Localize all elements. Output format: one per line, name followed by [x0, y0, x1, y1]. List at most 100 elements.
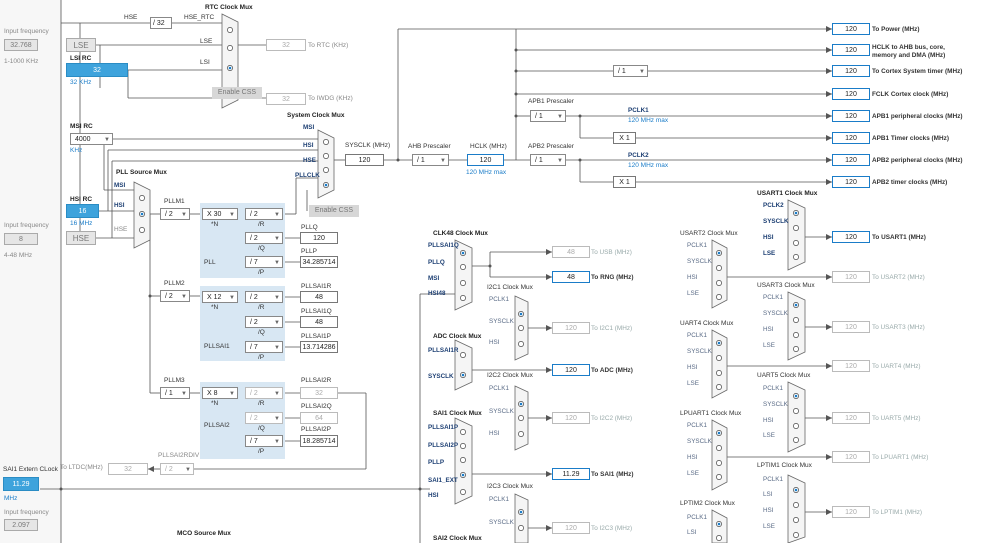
rng-frequency[interactable]: 48 [552, 271, 590, 283]
apb1-prescaler-label: APB1 Prescaler [528, 98, 574, 105]
rtc-enable-css-button[interactable]: Enable CSS [212, 87, 262, 99]
pllsai2rdiv-value: / 2 [165, 466, 173, 473]
i2c2-mux-title: I2C2 Clock Mux [487, 372, 533, 379]
power-frequency[interactable]: 120 [832, 23, 870, 35]
sai1-frequency[interactable]: 11.29 [552, 468, 590, 480]
pllsai2q-value: 64 [300, 412, 338, 424]
chevron-down-icon: ▼ [181, 294, 187, 300]
to-uart5-label: To UART5 (MHz) [872, 415, 921, 422]
msi-rc-label: MSI RC [70, 123, 93, 130]
pllm1-value: / 2 [165, 211, 173, 218]
i2c3-input-pclk1: PCLK1 [489, 496, 509, 503]
usart3-mux-title: USART3 Clock Mux [757, 282, 815, 289]
pll1-n-dropdown[interactable]: X 30▼ [202, 208, 238, 220]
sai1-extclock-input[interactable]: 11.29 [3, 477, 39, 491]
pll2-p-dropdown[interactable]: / 7▼ [245, 341, 283, 353]
pll3-q-dropdown[interactable]: / 2▼ [245, 412, 283, 424]
to-lpuart1-label: To LPUART1 (MHz) [872, 454, 929, 461]
hclk-ahb-label-2: memory and DMA (MHz) [872, 52, 946, 59]
rtc-frequency: 32 [266, 39, 306, 51]
fclk-frequency[interactable]: 120 [832, 88, 870, 100]
apb2-timer-frequency[interactable]: 120 [832, 176, 870, 188]
pllm3-dropdown[interactable]: / 1▼ [160, 387, 190, 399]
hclk-value[interactable]: 120 [467, 154, 504, 166]
sai1-input-pllp: PLLP [428, 459, 445, 466]
to-lptim1-label: To LPTIM1 (MHz) [872, 509, 923, 516]
ahb-prescaler-dropdown[interactable]: / 1▼ [412, 154, 449, 166]
pllm1-dropdown[interactable]: / 2▼ [160, 208, 190, 220]
pclk1-label: PCLK1 [628, 107, 649, 114]
usart3-input-sysclk: SYSCLK [763, 310, 788, 317]
apb2-prescaler-dropdown[interactable]: / 1▼ [530, 154, 566, 166]
uart4-input-lse: LSE [687, 380, 699, 387]
i2c2-input-sysclk: SYSCLK [489, 408, 514, 415]
lptim1-frequency: 120 [832, 506, 870, 518]
pll1-n-label: *N [211, 221, 219, 228]
pll3-p-dropdown[interactable]: / 7▼ [245, 435, 283, 447]
input3-frequency-input[interactable]: 2.097 [4, 519, 38, 531]
msi-range-dropdown[interactable]: 4000▼ [70, 133, 113, 145]
apb1-prescaler-dropdown[interactable]: / 1▼ [530, 110, 566, 122]
hse-rtc-divider[interactable]: / 32 [150, 17, 172, 29]
pllq-label: PLLQ [301, 224, 318, 231]
chevron-down-icon: ▼ [274, 345, 280, 351]
pllsai1q-label: PLLSAI1Q [301, 308, 332, 315]
pll1-q-dropdown[interactable]: / 2▼ [245, 232, 283, 244]
uart5-input-sysclk: SYSCLK [763, 401, 788, 408]
pll2-r-dropdown[interactable]: / 2▼ [245, 291, 283, 303]
usart1-frequency[interactable]: 120 [832, 231, 870, 243]
apb2-peripheral-frequency[interactable]: 120 [832, 154, 870, 166]
pllsai2rdiv-dropdown[interactable]: / 2▼ [160, 463, 194, 475]
hse-frequency-input[interactable]: 8 [4, 233, 38, 245]
chevron-down-icon: ▼ [440, 158, 446, 164]
pll2-q-dropdown[interactable]: / 2▼ [245, 316, 283, 328]
lpuart1-frequency: 120 [832, 451, 870, 463]
lse-frequency-input[interactable]: 32.768 [4, 39, 38, 51]
lse-oscillator[interactable]: LSE [66, 38, 96, 52]
sysclk-value[interactable]: 120 [345, 154, 384, 166]
pll1-n-value: X 30 [207, 211, 222, 218]
pll1-p-dropdown[interactable]: / 7▼ [245, 256, 283, 268]
cortex-timer-frequency[interactable]: 120 [832, 65, 870, 77]
pll2-q-value: / 2 [250, 319, 258, 326]
to-rng-label: To RNG (MHz) [591, 274, 634, 281]
hsi-rc-value: 16 [66, 204, 99, 218]
pllp-value: 34.285714 [300, 256, 338, 268]
cortex-timer-divider[interactable]: / 1▼ [613, 65, 648, 77]
pclk1-max-label: 120 MHz max [628, 117, 669, 124]
ltdc-frequency: 32 [108, 463, 148, 475]
pllm2-dropdown[interactable]: / 2▼ [160, 290, 190, 302]
to-adc-label: To ADC (MHz) [591, 367, 633, 374]
sysclk-pllclk-input: PLLCLK [295, 172, 320, 179]
sai1-extclock-label: SAI1 Extern CLock [3, 466, 58, 473]
pll3-n-dropdown[interactable]: X 8▼ [202, 387, 238, 399]
pll-hse-input: HSE [114, 226, 128, 233]
pll3-n-label: *N [211, 400, 219, 407]
pll1-r-dropdown[interactable]: / 2▼ [245, 208, 283, 220]
pll2-name: PLLSAI1 [204, 343, 230, 350]
pllsai2p-label: PLLSAI2P [301, 426, 331, 433]
input-frequency-label-1: Input frequency [4, 28, 49, 35]
chevron-down-icon: ▼ [229, 391, 235, 397]
pll3-r-dropdown[interactable]: / 2▼ [245, 387, 283, 399]
pll2-n-label: *N [211, 304, 219, 311]
usart2-mux-title: USART2 Clock Mux [680, 230, 738, 237]
hclk-label: HCLK (MHz) [470, 143, 507, 150]
pll2-q-label: /Q [258, 329, 265, 336]
apb1-peripheral-frequency[interactable]: 120 [832, 110, 870, 122]
apb1-timer-multiplier: X 1 [613, 132, 636, 144]
chevron-down-icon: ▼ [274, 212, 280, 218]
sysclk-enable-css-button[interactable]: Enable CSS [309, 205, 359, 217]
chevron-down-icon: ▼ [557, 158, 563, 164]
sai1-input-ext: SAI1_EXT [428, 477, 458, 484]
i2c3-input-sysclk: SYSCLK [489, 519, 514, 526]
adc-mux-title: ADC Clock Mux [433, 333, 482, 340]
pll2-n-dropdown[interactable]: X 12▼ [202, 291, 238, 303]
hse-oscillator[interactable]: HSE [66, 231, 96, 245]
apb1-timer-frequency[interactable]: 120 [832, 132, 870, 144]
pllsai2r-label: PLLSAI2R [301, 377, 332, 384]
adc-frequency[interactable]: 120 [552, 364, 590, 376]
hclk-ahb-frequency[interactable]: 120 [832, 44, 870, 56]
usart1-input-hsi: HSI [763, 234, 774, 241]
lpuart1-input-pclk1: PCLK1 [687, 422, 707, 429]
